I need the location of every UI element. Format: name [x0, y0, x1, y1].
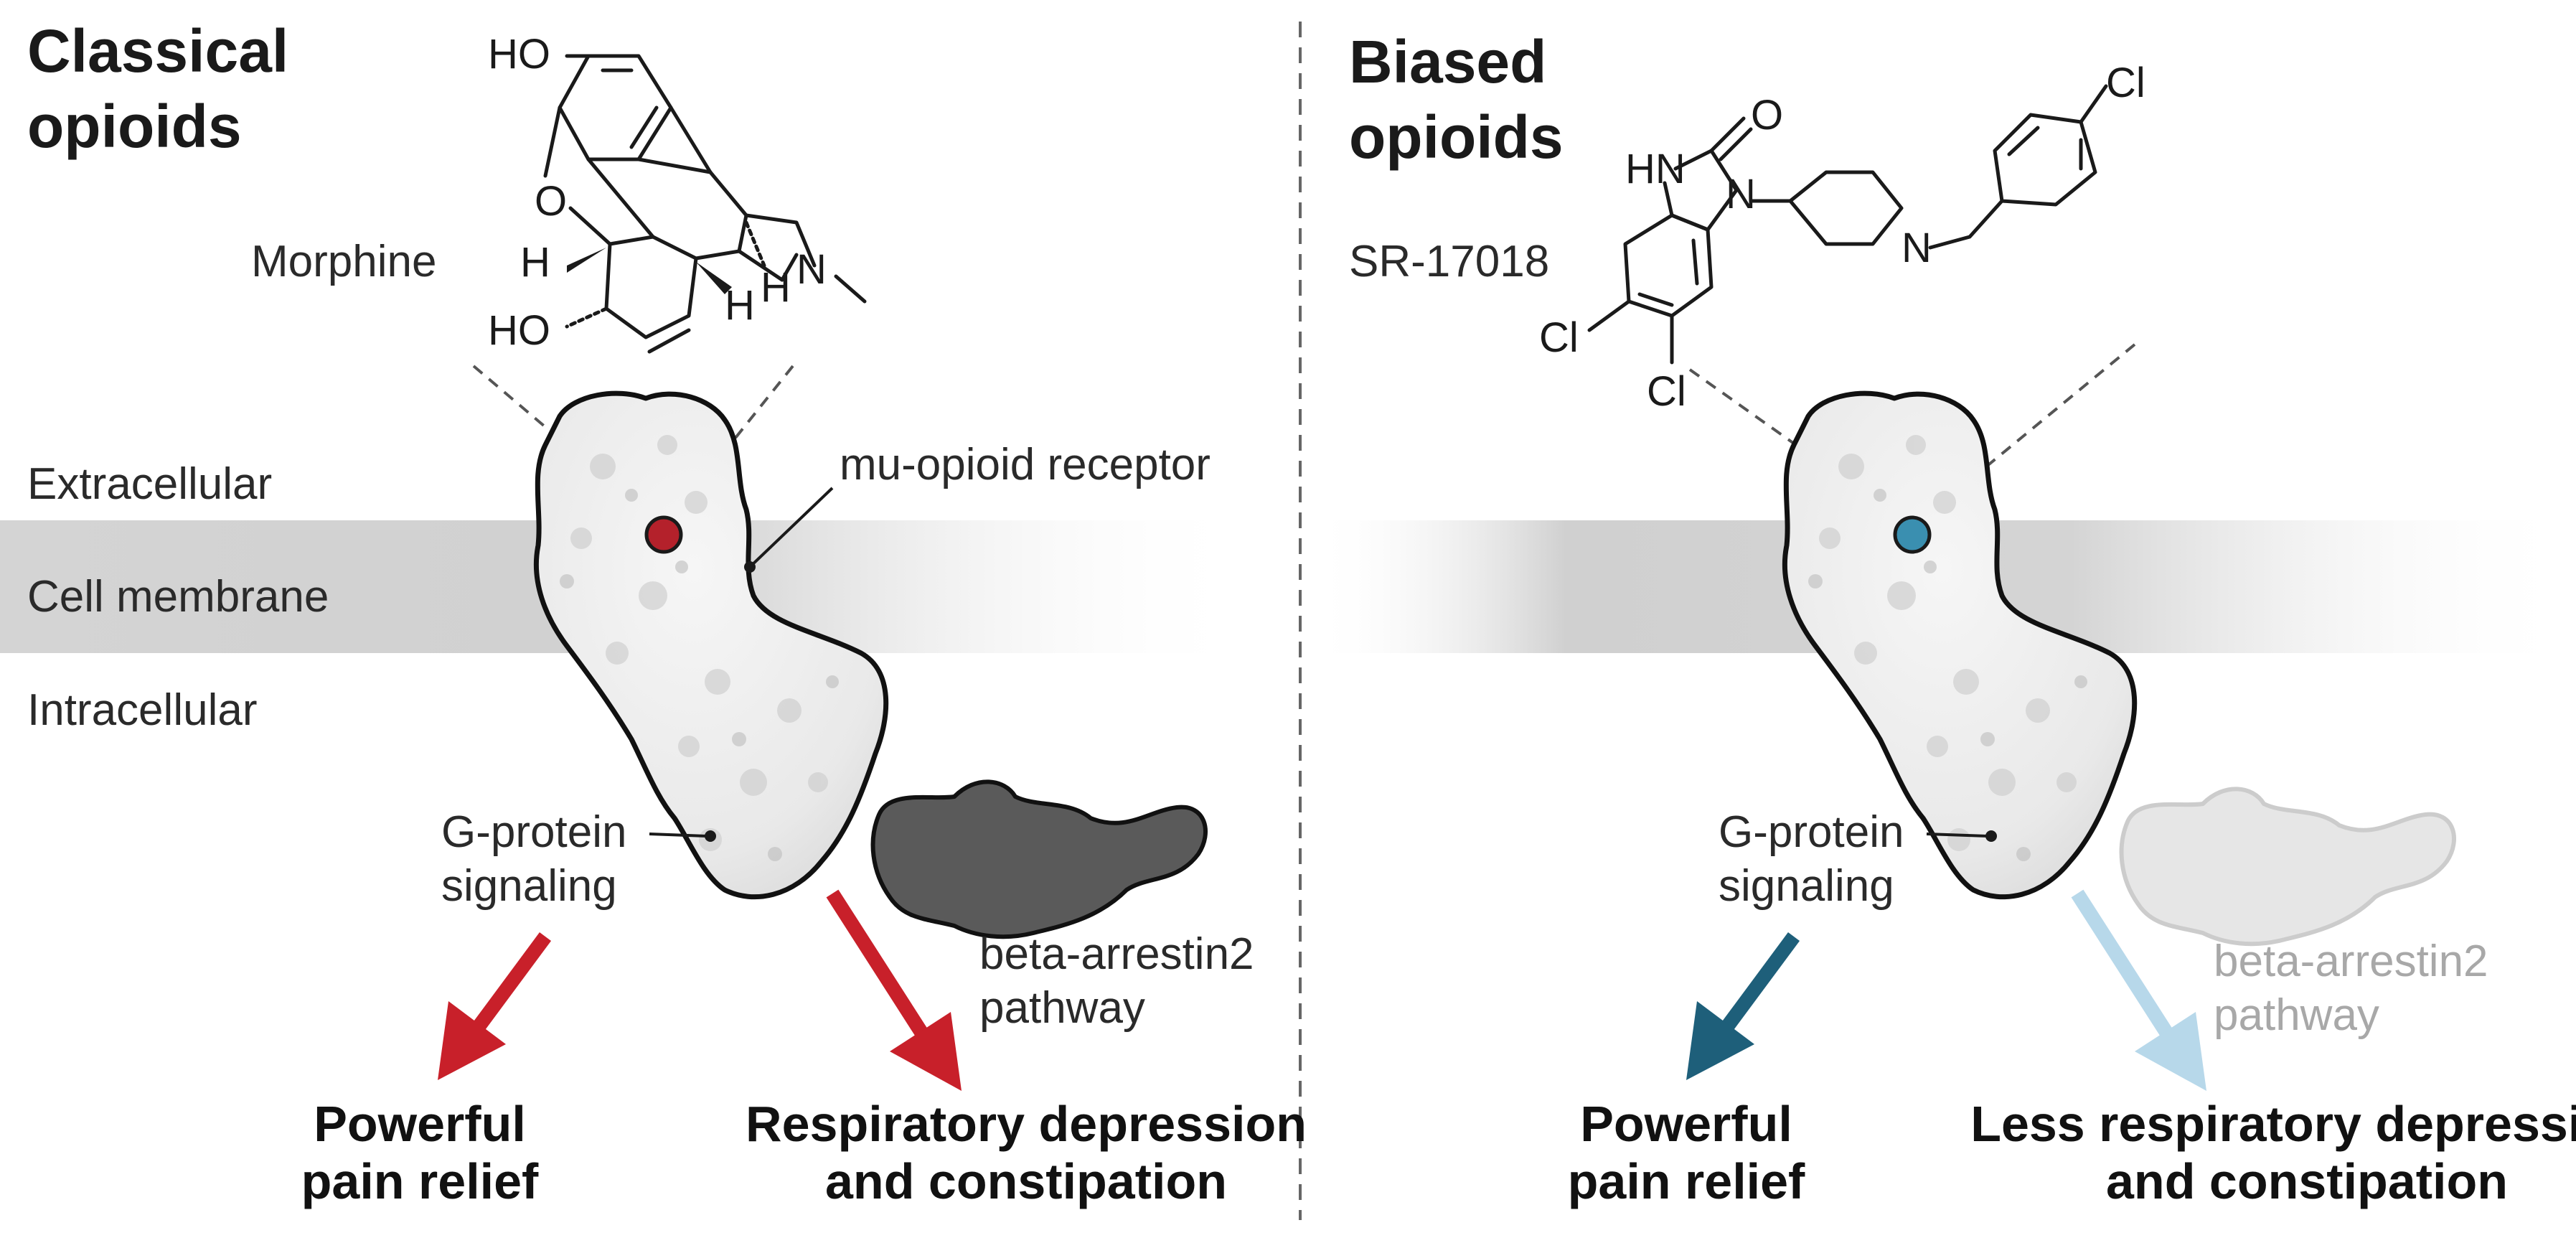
morphine-structure: HO O N H H H HO	[488, 31, 867, 354]
right-outcome1-line1: Powerful	[1580, 1096, 1792, 1152]
layer-extracellular-left: Extracellular	[27, 459, 272, 509]
right-arrestin-line1: beta-arrestin2	[2214, 937, 2488, 986]
left-arrow-pain-relief	[438, 932, 552, 1080]
atom-o-ring: O	[535, 178, 567, 225]
sr17018-binding-site	[1893, 515, 1932, 554]
atom-cl-1: Cl	[1539, 314, 1579, 361]
right-arrow-respiratory	[2071, 889, 2206, 1091]
atom-n2: N	[1902, 225, 1932, 271]
right-outcome2-line2: and constipation	[2106, 1153, 2508, 1209]
right-outcome1-line2: pain relief	[1568, 1153, 1805, 1209]
left-arrow-respiratory	[826, 889, 962, 1091]
left-outcome2-line1: Respiratory depression	[746, 1096, 1307, 1152]
atom-ho-bottom: HO	[488, 307, 550, 354]
sr17018-label: SR-17018	[1349, 237, 1549, 286]
atom-ho-top: HO	[488, 31, 550, 78]
atom-h1: H	[520, 239, 550, 286]
atom-h3: H	[761, 264, 791, 311]
left-arrestin-line2: pathway	[979, 983, 1145, 1033]
right-title-line1: Biased	[1349, 28, 1546, 95]
left-title-line2: opioids	[27, 93, 242, 160]
sr17018-structure: HN O N Cl Cl N Cl	[1539, 60, 2145, 415]
left-title-line1: Classical	[27, 17, 288, 85]
left-arrestin-line1: beta-arrestin2	[979, 929, 1254, 979]
atom-n1: N	[1726, 171, 1756, 217]
receptor-label: mu-opioid receptor	[840, 440, 1211, 489]
atom-cl-2: Cl	[1647, 368, 1686, 415]
left-outcome1-line1: Powerful	[314, 1096, 526, 1152]
layer-intracellular-left: Intracellular	[27, 685, 257, 735]
right-arrow-pain-relief	[1686, 932, 1800, 1080]
beta-arrestin2-shape-right	[2119, 787, 2456, 947]
left-outcome2-line2: and constipation	[825, 1153, 1227, 1209]
right-gprotein-line2: signaling	[1719, 861, 1894, 911]
atom-cl-top: Cl	[2106, 60, 2145, 106]
right-outcome2-line1: Less respiratory depression	[1970, 1096, 2576, 1152]
right-arrestin-line2: pathway	[2214, 990, 2379, 1040]
layer-membrane-left: Cell membrane	[27, 572, 329, 622]
atom-n: N	[796, 246, 827, 293]
atom-o: O	[1751, 92, 1783, 139]
left-gprotein-line2: signaling	[441, 861, 617, 911]
atom-h2: H	[725, 282, 755, 329]
right-gprotein-line1: G-protein	[1719, 807, 1904, 857]
left-gprotein-line1: G-protein	[441, 807, 626, 857]
morphine-binding-site	[644, 515, 683, 554]
right-title-line2: opioids	[1349, 103, 1564, 171]
binding-dash-right-b	[1911, 343, 2136, 529]
left-outcome1-line2: pain relief	[301, 1153, 539, 1209]
beta-arrestin2-shape-left	[870, 779, 1208, 939]
morphine-label: Morphine	[251, 237, 436, 286]
